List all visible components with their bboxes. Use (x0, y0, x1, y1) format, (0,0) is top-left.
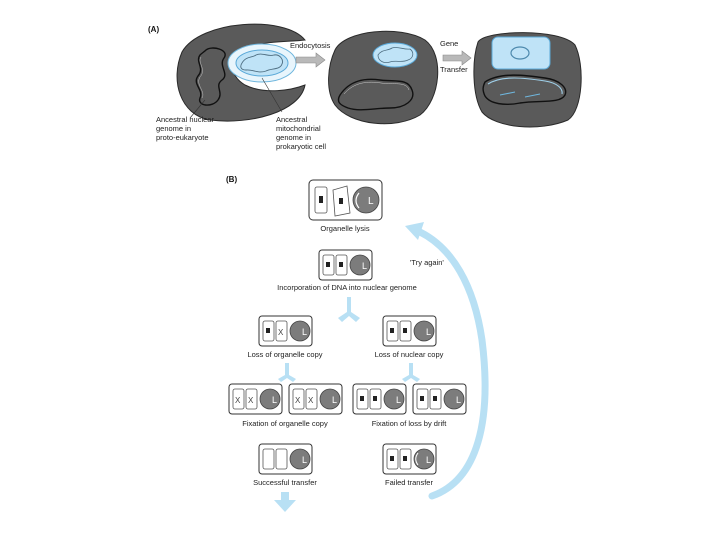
nucleus-glyph-6: L (332, 395, 337, 405)
nucleus-glyph-4: L (426, 327, 431, 337)
try-again-arrow (416, 228, 489, 500)
endocytosis-arrow (295, 52, 326, 68)
mito-genome-label-3: genome in (276, 133, 311, 142)
x-glyph-5: X (308, 396, 314, 405)
nucleus-glyph-2: L (362, 261, 367, 271)
fix-drift-box-1: L (352, 383, 407, 415)
panel-b-label: (B) (226, 175, 237, 184)
organelle-lysis-box: L (308, 179, 383, 221)
branch-arrow-left (278, 363, 296, 382)
branch-arrow-top (338, 297, 360, 322)
eukaryote-with-mitochondrion (328, 30, 439, 125)
x-glyph-4: X (295, 396, 301, 405)
nuclear-genome-label-3: proto-eukaryote (156, 133, 209, 142)
transfer-label: Transfer (440, 65, 468, 74)
endocytosis-label: Endocytosis (290, 41, 331, 50)
nucleus-glyph-3: L (302, 327, 307, 337)
try-again-label: 'Try again' (410, 258, 444, 267)
try-again-arrowhead (405, 222, 424, 240)
loss-organelle-box: X L (258, 315, 313, 347)
loss-nuclear-label: Loss of nuclear copy (375, 350, 444, 359)
nucleus-glyph-5: L (272, 395, 277, 405)
mito-genome-label-2: mitochondrial (276, 124, 321, 133)
success-label: Successful transfer (253, 478, 317, 487)
failed-label: Failed transfer (385, 478, 433, 487)
x-glyph-2: X (235, 396, 241, 405)
gene-transfer-arrow (442, 50, 472, 66)
incorporation-label: Incorporation of DNA into nuclear genome (277, 283, 417, 292)
nucleus-glyph-7: L (396, 395, 401, 405)
nuclear-genome-loop (195, 47, 226, 106)
fix-organelle-label: Fixation of organelle copy (242, 419, 328, 428)
fix-drift-box-2: L (412, 383, 467, 415)
nucleus-glyph-9: L (302, 455, 307, 465)
organelle-lysis-label: Organelle lysis (320, 224, 369, 233)
x-glyph-3: X (248, 396, 254, 405)
nucleus-glyph-10: L (426, 455, 431, 465)
incorporation-box: L (318, 249, 373, 281)
failed-box: L (382, 443, 437, 475)
success-box: L (258, 443, 313, 475)
nuclear-genome-label-2: genome in (156, 124, 191, 133)
nuclear-genome-loop-2 (337, 78, 414, 111)
x-glyph-1: X (278, 328, 284, 337)
nucleus-glyph-1: L (368, 196, 374, 207)
panel-a-label: (A) (148, 25, 159, 34)
gene-label: Gene (440, 39, 458, 48)
loss-organelle-label: Loss of organelle copy (247, 350, 322, 359)
mito-genome-label-4: prokaryotic cell (276, 142, 326, 151)
modern-eukaryote-cell (473, 32, 582, 128)
mito-genome-label-1: Ancestral (276, 115, 308, 124)
success-down-arrow (274, 492, 296, 512)
prokaryote-cell (227, 43, 297, 83)
branch-arrow-right (402, 363, 420, 382)
loss-nuclear-box: L (382, 315, 437, 347)
fix-organelle-box-2: X X L (288, 383, 343, 415)
nuclear-genome-label-1: Ancestral nuclear (156, 115, 214, 124)
fix-organelle-box-1: X X L (228, 383, 283, 415)
nucleus-glyph-8: L (456, 395, 461, 405)
fix-drift-label: Fixation of loss by drift (372, 419, 448, 428)
mito-genome-loop (240, 53, 283, 73)
